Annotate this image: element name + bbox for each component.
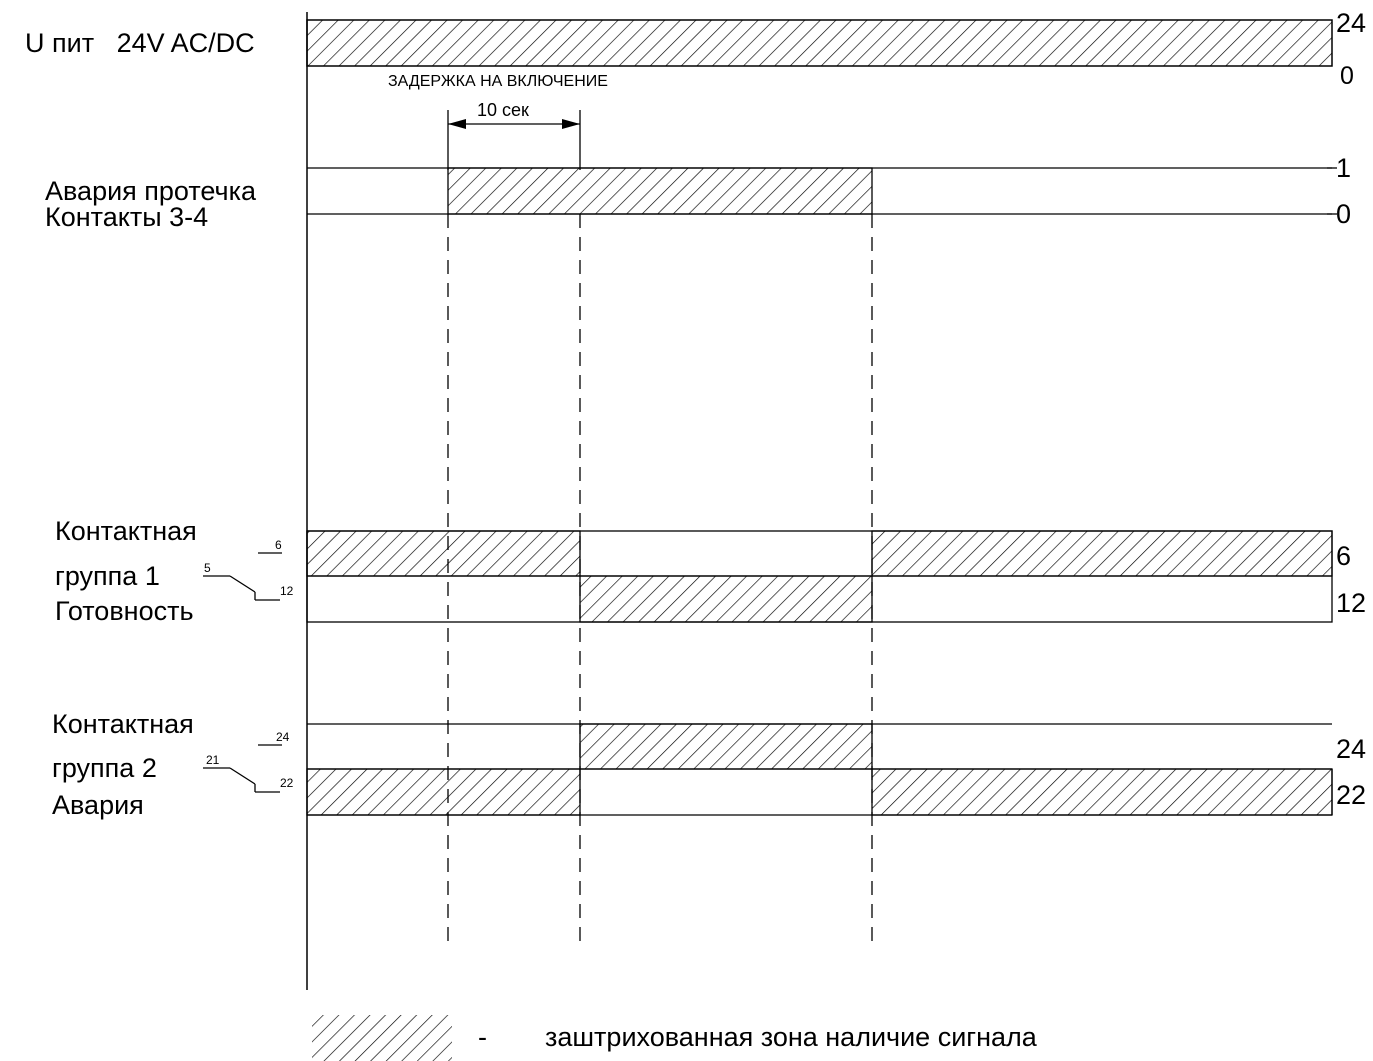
legend-swatch (312, 1015, 452, 1061)
legend-dash: - (478, 1022, 487, 1052)
leak-label-line2: Контакты 3-4 (45, 202, 209, 232)
group2-level-b: 22 (1336, 780, 1367, 810)
group1-hatch-a1 (306, 530, 581, 577)
group2-hatch-b2 (871, 768, 1333, 816)
delay-title: ЗАДЕРЖКА НА ВКЛЮЧЕНИЕ (388, 73, 608, 90)
group1-label-line3: Готовность (55, 596, 194, 626)
delay-value: 10 сек (477, 100, 529, 120)
power-hatch (306, 19, 1333, 67)
group2-label-line1: Контактная (52, 709, 194, 739)
group1-label-line2: группа 1 (55, 561, 160, 591)
power-level-high: 24 (1336, 8, 1367, 38)
power-label: U пит 24V AC/DC (25, 28, 255, 58)
group2-label-line3: Авария (52, 790, 144, 820)
group1-hatch-b (579, 575, 873, 623)
leak-hatch (447, 167, 873, 215)
group1-pin-a: 6 (275, 538, 282, 552)
leak-level-ticks (1327, 167, 1337, 215)
relay-symbol-group2 (203, 744, 282, 793)
group1-label-line1: Контактная (55, 516, 197, 546)
delay-dimension (447, 110, 581, 170)
leak-level-high: 1 (1336, 153, 1352, 183)
group1-level-a: 6 (1336, 541, 1352, 571)
group1-level-b: 12 (1336, 588, 1367, 618)
leak-signal (307, 167, 1332, 215)
group1-pin-b: 12 (280, 584, 294, 598)
group2-level-a: 24 (1336, 734, 1367, 764)
arrow-left-icon (448, 119, 466, 129)
group1-hatch-a2 (871, 530, 1333, 577)
power-signal (306, 19, 1333, 67)
relay-symbol-group1 (203, 552, 282, 601)
leak-level-low: 0 (1336, 199, 1352, 229)
group2-hatch-a (579, 723, 873, 770)
group1-signal (306, 530, 1333, 623)
group2-signal (306, 723, 1333, 816)
group2-label-line2: группа 2 (52, 753, 157, 783)
power-level-low: 0 (1340, 62, 1354, 90)
group1-pin-common: 5 (204, 561, 211, 575)
arrow-right-icon (562, 119, 580, 129)
group2-pin-common: 21 (206, 753, 220, 767)
event-markers (447, 214, 873, 942)
leak-label-line1: Авария протечка (45, 176, 257, 206)
group2-pin-b: 22 (280, 776, 294, 790)
group2-hatch-b1 (306, 768, 581, 816)
group2-pin-a: 24 (276, 730, 290, 744)
legend-text: заштрихованная зона наличие сигнала (545, 1022, 1037, 1052)
